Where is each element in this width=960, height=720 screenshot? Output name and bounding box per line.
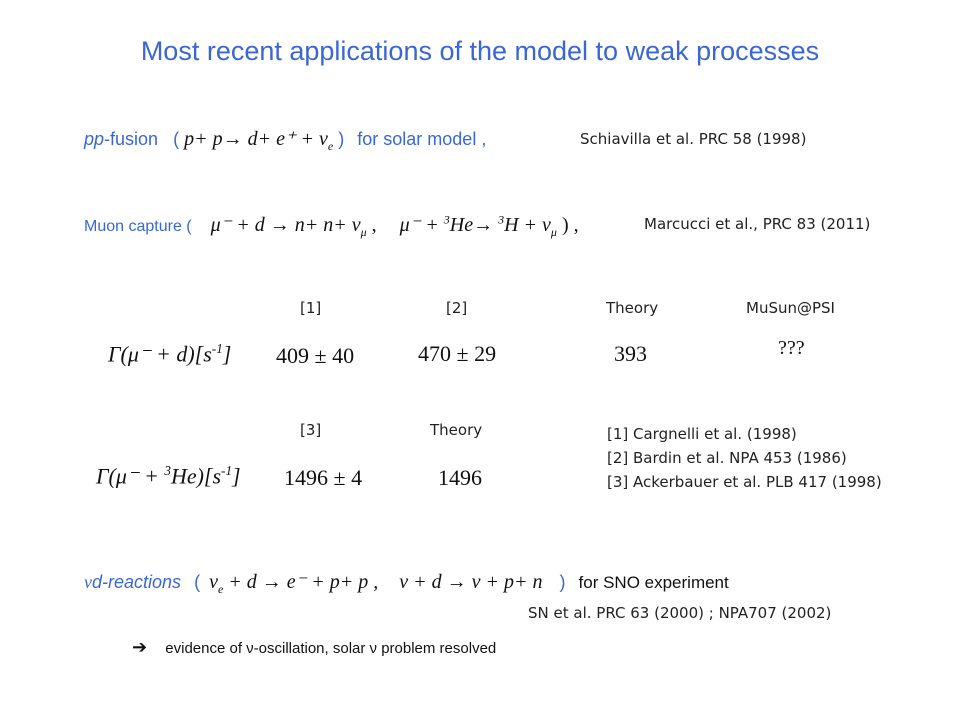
pp-equation-text: p+ p→ d+ e⁺ + ν [184, 128, 328, 150]
nu-reference: SN et al. PRC 63 (2000) ; NPA707 (2002) [528, 604, 832, 622]
pp-close-paren: ) [338, 129, 345, 149]
nu-eq1-sub: e [217, 582, 224, 596]
reference-item-2: [2] Bardin et al. NPA 453 (1986) [607, 449, 847, 467]
table2-rate-label: Γ(μ⁻ + 3He)[s-1] [96, 463, 241, 489]
table2-rate-label-b: He)[s [170, 463, 222, 489]
muon-eq2-sup: 3 [443, 212, 450, 227]
muon-comma2: , [573, 214, 579, 236]
table1-header-ref1: [1] [300, 299, 322, 317]
table1-rate-label-b: ] [222, 341, 232, 367]
pp-label: pp [84, 129, 105, 149]
table1-rate-label-a: Γ(μ⁻ + d)[s [108, 341, 212, 367]
table1-rate-label: Γ(μ⁻ + d)[s-1] [108, 341, 231, 367]
conclusion-line: ➔ evidence of ν-oscillation, solar ν pro… [132, 637, 496, 658]
muon-eq2-c: H + ν [504, 214, 551, 236]
table1-value-ref2: 470 ± 29 [418, 341, 497, 366]
table1-value-theory: 393 [614, 341, 647, 366]
muon-comma1: , [371, 214, 377, 236]
muon-eq2-sup2: 3 [498, 212, 505, 227]
table2-header-ref3: [3] [300, 421, 322, 439]
table1-header-theory: Theory [606, 299, 659, 317]
muon-eq2-b: He→ [449, 214, 499, 236]
pp-open-paren: ( [173, 129, 180, 149]
table1-header-musun: MuSun@PSI [746, 299, 835, 317]
nu-eq1: νe + d → e⁻ + p+ p , [209, 571, 379, 596]
table2-header-theory: Theory [430, 421, 483, 439]
reference-item-3: [3] Ackerbauer et al. PLB 417 (1998) [607, 473, 882, 491]
table2-rate-label-a: Γ(μ⁻ + [96, 463, 165, 489]
pp-suffix: for solar model , [357, 129, 487, 149]
table1-header-ref2: [2] [446, 299, 468, 317]
muon-eq1-text: μ⁻ + d → n+ n+ ν [210, 214, 361, 236]
table1-value-musun: ??? [778, 337, 805, 359]
nu-eq2: ν + d → ν + p+ n [399, 571, 543, 593]
pp-fusion-line: pp-fusion ( p+ p→ d+ e⁺ + νe ) for solar… [84, 126, 486, 154]
nu-eq1-symbol: ν [209, 571, 218, 593]
right-arrow-icon: ➔ [132, 637, 148, 657]
muon-eq2-a: μ⁻ + [399, 214, 444, 236]
nu-eq1-rest: + d → e⁻ + p+ p , [223, 571, 379, 593]
muon-capture-line: Muon capture ( μ⁻ + d → n+ n+ νμ , μ⁻ + … [84, 212, 579, 240]
nu-label-rest: d-reactions [92, 572, 182, 592]
table2-rate-label-sup: 3 [164, 463, 171, 478]
table2-rate-label-sup2: -1 [221, 463, 233, 478]
table2-value-ref3: 1496 ± 4 [284, 465, 363, 490]
pp-reference: Schiavilla et al. PRC 58 (1998) [580, 130, 807, 148]
muon-reference: Marcucci et al., PRC 83 (2011) [644, 215, 871, 233]
nu-reactions-line: νd-reactions ( νe + d → e⁻ + p+ p , ν + … [84, 569, 729, 597]
muon-close-paren: ) [561, 214, 569, 236]
table1-value-ref1: 409 ± 40 [276, 343, 355, 368]
nu-close-paren: ) [559, 572, 566, 592]
muon-eq1: μ⁻ + d → n+ n+ νμ [210, 214, 367, 239]
nu-label-symbol: ν [84, 572, 92, 592]
muon-eq1-sub: μ [360, 225, 367, 239]
pp-nu-sub: e [327, 139, 334, 153]
table2-value-theory: 1496 [438, 465, 482, 490]
muon-label: Muon capture ( [84, 218, 192, 235]
pp-label-rest: -fusion [104, 129, 159, 149]
nu-suffix: for SNO experiment [578, 573, 729, 592]
table2-rate-label-c: ] [232, 463, 241, 489]
conclusion-text: evidence of ν-oscillation, solar ν probl… [165, 640, 497, 657]
muon-eq2-sub: μ [550, 225, 557, 239]
nu-open-paren: ( [194, 572, 201, 592]
page-title: Most recent applications of the model to… [140, 36, 820, 66]
pp-equation: p+ p→ d+ e⁺ + νe [184, 128, 334, 153]
reference-item-1: [1] Cargnelli et al. (1998) [607, 425, 797, 443]
table1-rate-label-sup: -1 [211, 341, 223, 356]
muon-eq2: μ⁻ + 3He→ 3H + νμ [399, 212, 557, 239]
